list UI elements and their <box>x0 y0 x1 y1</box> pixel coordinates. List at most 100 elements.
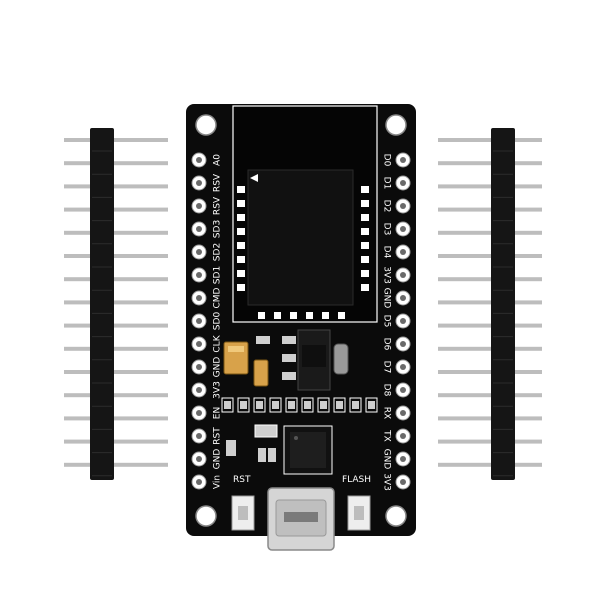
right-header-pin <box>438 439 542 444</box>
left-pin-pad-hole <box>196 456 202 462</box>
module-pad <box>237 186 245 193</box>
flash-label: FLASH <box>342 475 371 485</box>
right-pin-pad-hole <box>400 341 406 347</box>
module-pad <box>237 270 245 277</box>
resistor-footprint <box>333 397 346 413</box>
pin-label: D3 <box>382 223 392 236</box>
rst-button-cap <box>238 506 248 520</box>
right-pin-pad-hole <box>400 249 406 255</box>
module-pad <box>361 284 369 291</box>
left-pin-pad-hole <box>196 295 202 301</box>
left-pin-pad-hole <box>196 387 202 393</box>
resistor-footprint <box>269 397 282 413</box>
right-header-pin <box>438 300 542 305</box>
smd-resistor-4 <box>282 372 296 380</box>
left-pin-labels: A0RSVRSVSD3SD2SD1CMDSD0CLKGND3V3ENRSTGND… <box>213 154 223 489</box>
pin-label: A0 <box>213 154 223 166</box>
left-header-pin <box>64 277 168 282</box>
right-pin-pad-hole <box>400 226 406 232</box>
right-header-pin <box>438 184 542 189</box>
left-pin-pad-hole <box>196 341 202 347</box>
resistor-footprint <box>301 397 314 413</box>
left-pin-pad-hole <box>196 272 202 278</box>
pin-label: TX <box>382 429 392 442</box>
left-header-pin <box>64 462 168 467</box>
left-header-pin <box>64 439 168 444</box>
right-header-pin <box>438 230 542 235</box>
capacitor-highlight <box>228 346 244 352</box>
left-pin-pad-hole <box>196 180 202 186</box>
left-pin-pad-hole <box>196 157 202 163</box>
mounting-hole-top-right <box>385 114 407 136</box>
resistor <box>336 401 343 409</box>
module-shield <box>247 169 354 306</box>
left-header-plastic <box>90 128 114 480</box>
pin-label: Vin <box>213 475 223 489</box>
resistor-footprint <box>253 397 266 413</box>
right-pin-pad-hole <box>400 456 406 462</box>
module-pad <box>338 312 345 319</box>
module-pad <box>361 256 369 263</box>
flash-button-cap <box>354 506 364 520</box>
left-header-pin <box>64 300 168 305</box>
right-pin-pads <box>395 152 411 490</box>
module-pad <box>258 312 265 319</box>
right-pin-pad-hole <box>400 272 406 278</box>
right-header-pin <box>438 277 542 282</box>
pin1-marker <box>250 174 258 182</box>
pin-label: SD0 <box>213 312 223 331</box>
module-pad <box>274 312 281 319</box>
left-pin-pad-hole <box>196 410 202 416</box>
rst-button[interactable] <box>231 495 255 531</box>
right-pin-pad-hole <box>400 479 406 485</box>
smd-resistor-5 <box>258 448 266 462</box>
module-pad <box>237 242 245 249</box>
pin-label: RX <box>382 407 392 419</box>
left-pin-header <box>64 128 168 480</box>
module-pad <box>322 312 329 319</box>
resistor <box>352 401 359 409</box>
left-pin-pads <box>191 152 207 490</box>
pin-label: RSV <box>213 196 223 215</box>
left-header-pin <box>64 207 168 212</box>
pin-label: CMD <box>213 287 223 308</box>
module-pad <box>237 200 245 207</box>
usb-tongue <box>284 512 318 522</box>
right-header-pin <box>438 393 542 398</box>
right-header-pin <box>438 254 542 258</box>
module-pad <box>306 312 313 319</box>
pin-label: GND <box>382 449 392 470</box>
right-pin-pad-hole <box>400 318 406 324</box>
pin-label: D4 <box>382 246 392 259</box>
module-pad <box>361 186 369 193</box>
module-pad <box>237 256 245 263</box>
resistor-footprint <box>237 397 250 413</box>
smd-diode <box>254 424 278 438</box>
module-pad <box>290 312 297 319</box>
resistor <box>288 401 295 409</box>
pin-label: 3V3 <box>382 473 392 491</box>
left-header-pin <box>64 323 168 328</box>
right-pin-pad-hole <box>400 433 406 439</box>
right-header-pin <box>438 323 542 328</box>
pcb-board: A0RSVRSVSD3SD2SD1CMDSD0CLKGND3V3ENRSTGND… <box>186 104 416 551</box>
module-pad <box>237 284 245 291</box>
crystal <box>333 343 349 375</box>
left-pin-pad-hole <box>196 433 202 439</box>
left-header-pin <box>64 370 168 374</box>
flash-button[interactable] <box>347 495 371 531</box>
left-pin-pad-hole <box>196 364 202 370</box>
pin-label: 3V3 <box>213 381 223 399</box>
pin-label: CLK <box>213 334 223 352</box>
chip-pin1-dot <box>294 436 298 440</box>
right-header-pin <box>438 161 542 166</box>
resistor-footprint <box>349 397 362 413</box>
pin-label: D2 <box>382 200 392 213</box>
resistor-footprint <box>221 397 234 413</box>
right-pin-pad-hole <box>400 180 406 186</box>
left-pin-pad-hole <box>196 479 202 485</box>
right-header-pin <box>438 346 542 351</box>
micro-usb-port[interactable] <box>267 487 335 551</box>
resistor-footprint <box>365 397 378 413</box>
